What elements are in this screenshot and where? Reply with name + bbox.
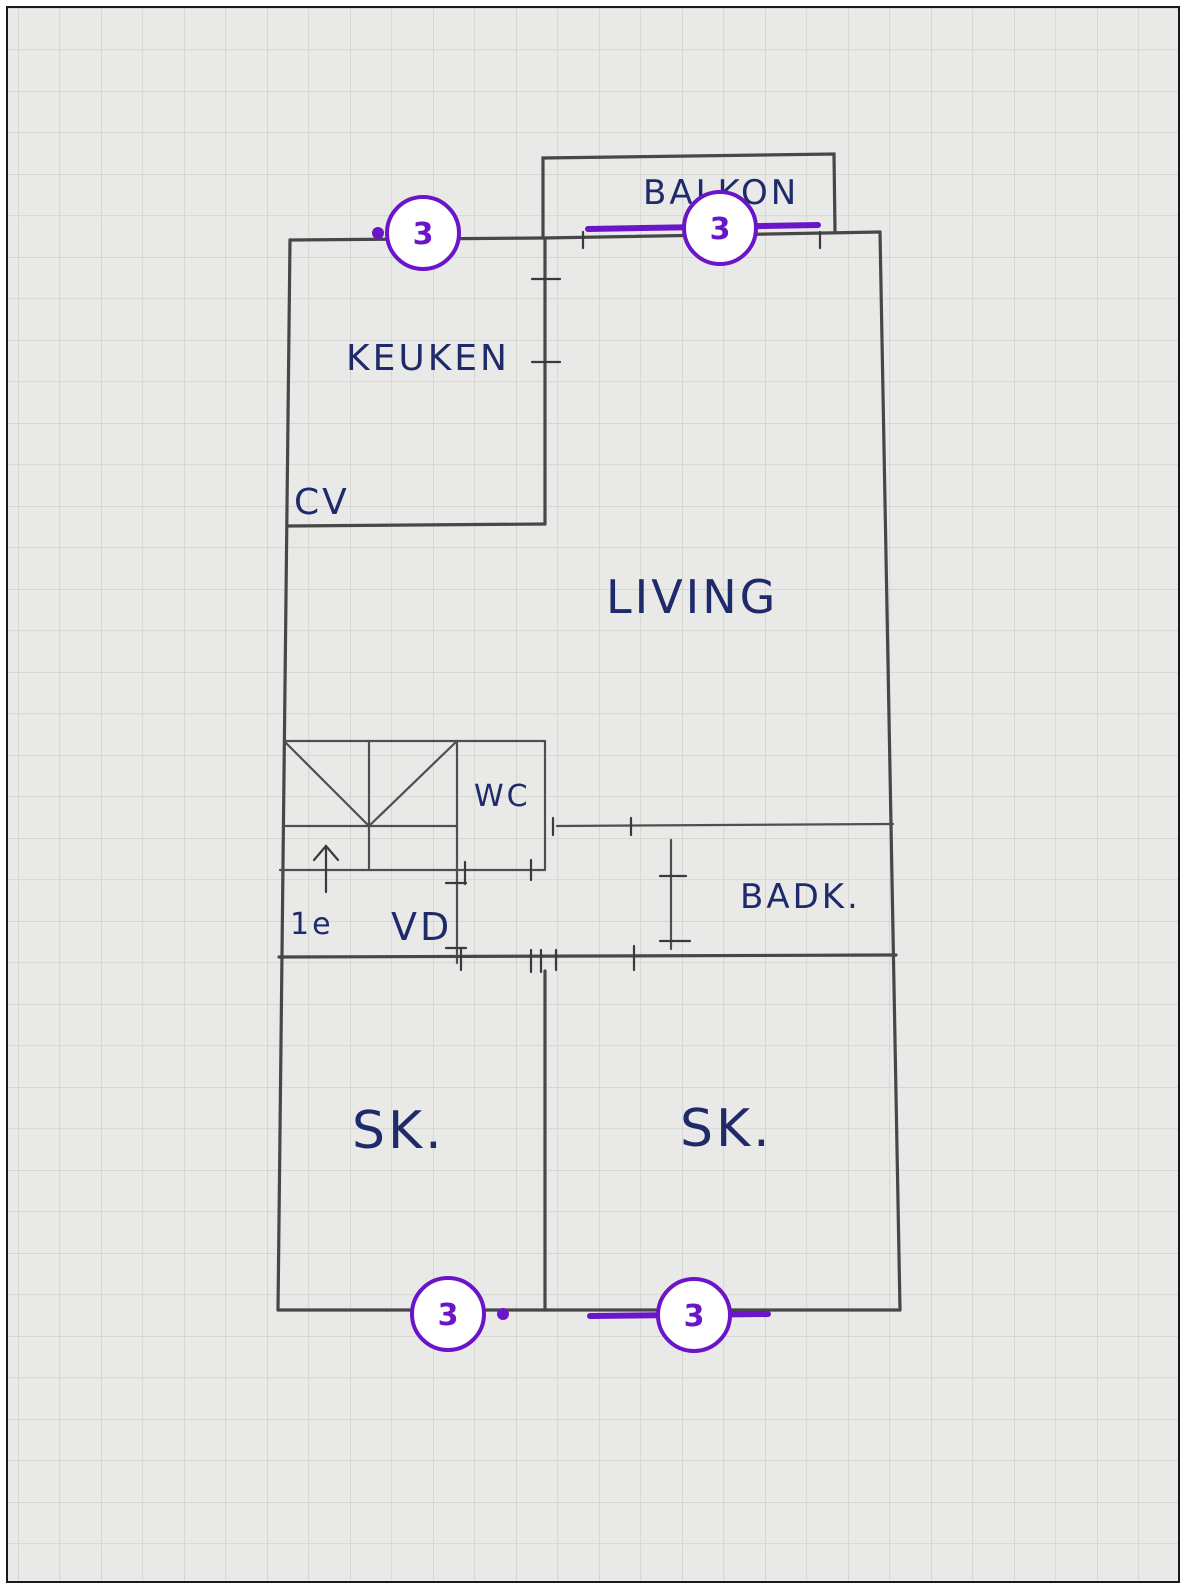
kitchen-bottom-wall (286, 522, 547, 528)
cv-label: CV (294, 482, 350, 523)
outer-left-wall (276, 238, 292, 1312)
stairs-level-label: 1e (290, 907, 334, 942)
sk-left-label: SK. (352, 1101, 445, 1161)
marker-top-right-value: 3 (710, 212, 731, 247)
bathroom-top-wall (555, 822, 895, 828)
door-marks (444, 230, 822, 974)
marker-bottom-right-value: 3 (684, 1299, 705, 1334)
marker-bottom-left[interactable]: 3 (410, 1276, 509, 1352)
marker-top-left[interactable]: 3 (372, 195, 461, 271)
floor-plan: BALKON KEUKEN CV LIVING WC BADK. 1e VD S… (8, 8, 1178, 1581)
stairs-up-arrow-icon (312, 844, 340, 894)
marker-bottom-left-value: 3 (438, 1298, 459, 1333)
balcony-wall (541, 152, 837, 240)
keuken-label: KEUKEN (346, 338, 510, 379)
marker-top-right[interactable]: 3 (585, 190, 821, 266)
wc-label: WC (474, 779, 531, 814)
graph-grid (8, 8, 1178, 1581)
vd-label: VD (391, 905, 452, 949)
bedroom-top-wall (277, 953, 898, 959)
marker-bottom-right[interactable]: 3 (587, 1277, 771, 1353)
stair-diagonal-right (367, 739, 459, 828)
floor-plan-sheet: BALKON KEUKEN CV LIVING WC BADK. 1e VD S… (6, 6, 1180, 1583)
badk-label: BADK. (740, 877, 861, 917)
marker-top-left-value: 3 (413, 217, 434, 252)
living-label: LIVING (606, 570, 778, 624)
walls (276, 152, 902, 1312)
outer-right-wall (878, 230, 902, 1312)
sk-right-label: SK. (680, 1099, 773, 1159)
stair-diagonal-left (282, 739, 371, 828)
